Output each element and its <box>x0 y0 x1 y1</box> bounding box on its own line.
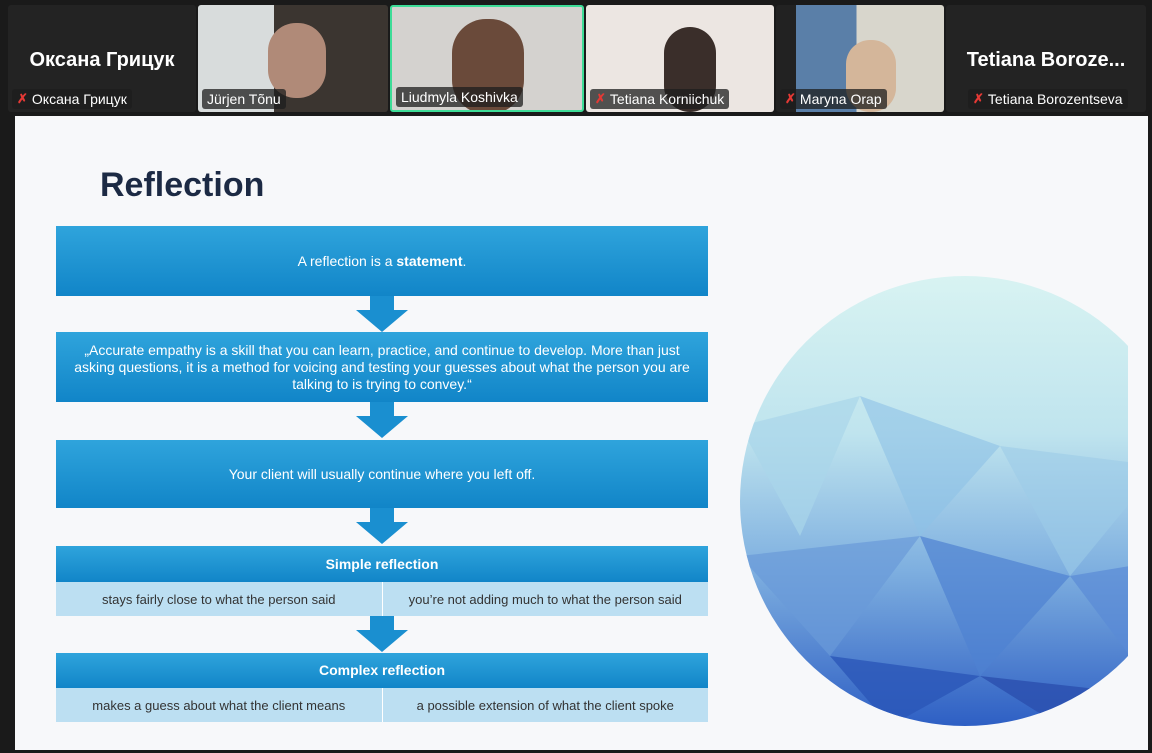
name-tag: Liudmyla Koshivka <box>396 87 523 107</box>
text: A reflection is a <box>297 252 397 269</box>
decorative-polygon-circle <box>740 276 1148 726</box>
complex-reflection-row: makes a guess about what the client mean… <box>56 688 708 722</box>
participant-name: Liudmyla Koshivka <box>401 89 518 105</box>
participant-tile[interactable]: ✗Tetiana Korniichuk <box>586 5 774 112</box>
participant-name: Maryna Orap <box>799 91 882 107</box>
simple-right: you’re not adding much to what the perso… <box>381 582 709 616</box>
name-tag: ✗Оксана Грицук <box>12 89 132 109</box>
participant-tile[interactable]: Оксана Грицук ✗Оксана Грицук <box>8 5 196 112</box>
arrow-down-icon <box>356 616 408 652</box>
shared-slide: Reflection A reflection is a statement. … <box>15 116 1148 750</box>
participant-name: Tetiana Borozentseva <box>987 91 1123 107</box>
participant-tile[interactable]: Tetiana Boroze... ✗Tetiana Borozentseva <box>946 5 1146 112</box>
slide-edge <box>1128 116 1148 750</box>
simple-left: stays fairly close to what the person sa… <box>102 591 336 607</box>
complex-right: a possible extension of what the client … <box>381 688 709 722</box>
participant-name: Jürjen Tõnu <box>207 91 281 107</box>
name-tag: ✗Maryna Orap <box>780 89 887 109</box>
participant-name: Оксана Грицук <box>31 91 127 107</box>
slide-title: Reflection <box>100 166 265 204</box>
participant-tile-active-speaker[interactable]: Liudmyla Koshivka <box>390 5 584 112</box>
arrow-down-icon <box>356 402 408 438</box>
complex-reflection-header: Complex reflection <box>56 653 708 688</box>
simple-reflection-row: stays fairly close to what the person sa… <box>56 582 708 616</box>
name-tag: ✗Tetiana Korniichuk <box>590 89 730 109</box>
participant-name: Tetiana Korniichuk <box>609 91 725 107</box>
mic-muted-icon: ✗ <box>17 91 28 106</box>
mic-muted-icon: ✗ <box>785 91 796 106</box>
participant-display-name: Tetiana Boroze... <box>966 49 1126 71</box>
arrow-down-icon <box>356 508 408 544</box>
name-tag: Jürjen Tõnu <box>202 89 286 109</box>
text: . <box>462 252 467 269</box>
mic-muted-icon: ✗ <box>973 91 984 106</box>
text-bold: statement <box>396 252 463 269</box>
arrow-down-icon <box>356 296 408 332</box>
video-feed <box>268 23 326 98</box>
participant-tile[interactable]: ✗Maryna Orap <box>776 5 944 112</box>
step-continue: Your client will usually continue where … <box>56 440 708 508</box>
mic-muted-icon: ✗ <box>595 91 606 106</box>
participant-tile[interactable]: Jürjen Tõnu <box>198 5 388 112</box>
simple-reflection-header: Simple reflection <box>56 546 708 582</box>
participant-display-name: Оксана Грицук <box>29 49 175 71</box>
step-statement: A reflection is a statement. <box>56 226 708 296</box>
complex-left: makes a guess about what the client mean… <box>92 697 346 713</box>
name-tag: ✗Tetiana Borozentseva <box>968 89 1128 109</box>
step-quote: „Accurate empathy is a skill that you ca… <box>56 332 708 402</box>
